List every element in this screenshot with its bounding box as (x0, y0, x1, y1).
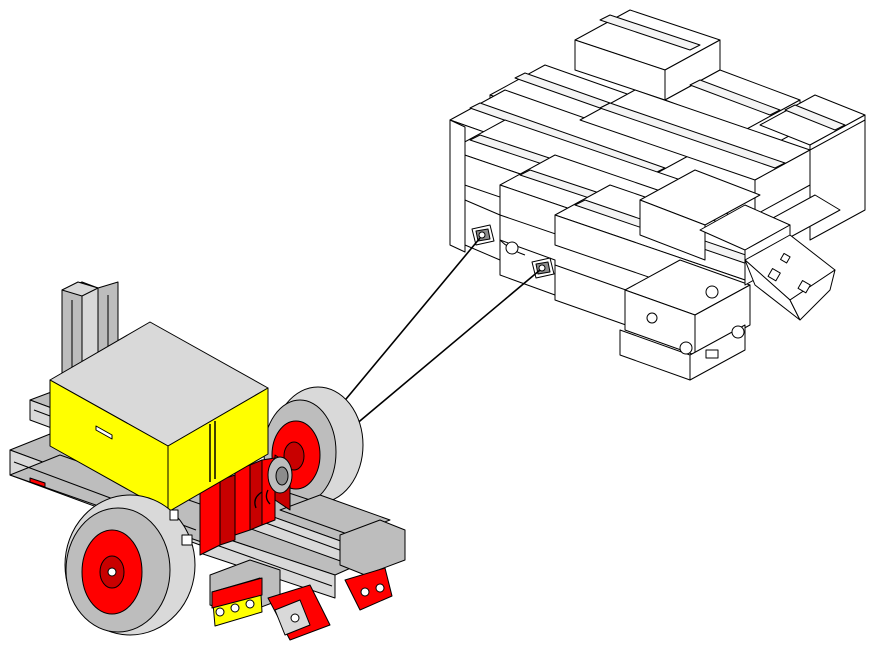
axle-clip-2 (181, 534, 193, 546)
clip-upper (471, 224, 495, 246)
anchor-details (646, 285, 745, 359)
lower-red-assembly-3 (344, 567, 393, 611)
lower-red-assembly-1 (211, 577, 263, 627)
axle-clip (169, 509, 179, 521)
rear-left-wheel (64, 494, 196, 636)
yellow-battery-box (49, 321, 269, 513)
clip-lower (531, 257, 555, 279)
rear-right-wheel (263, 386, 364, 505)
anchor-block-structure (449, 9, 866, 381)
front-red-parts (199, 454, 293, 556)
lower-red-assembly-2 (267, 584, 331, 641)
anchor-tilted-cube (744, 234, 836, 321)
vehicle (9, 281, 406, 641)
string-hook (254, 489, 271, 509)
